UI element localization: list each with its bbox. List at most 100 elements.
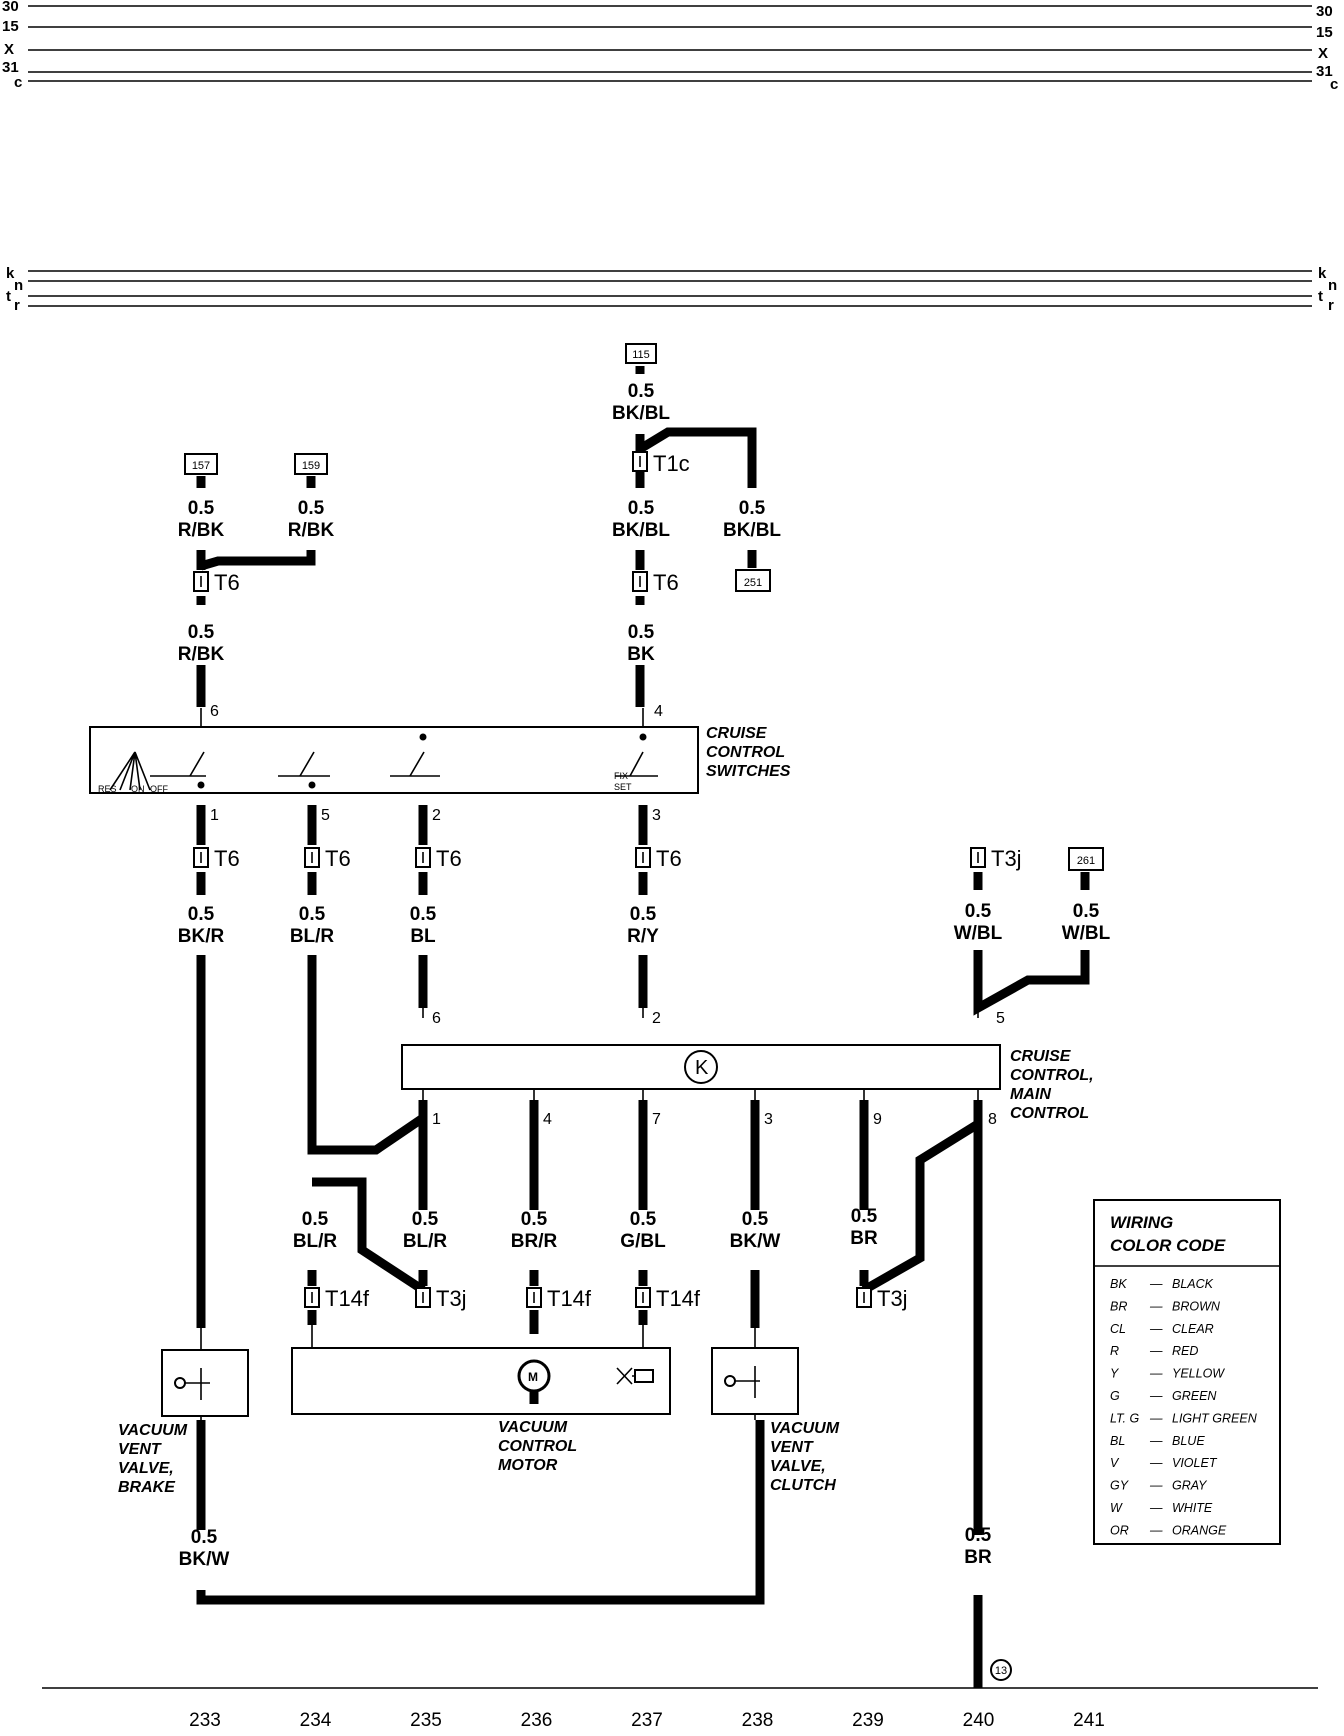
switch-pos-res: RES — [98, 784, 117, 794]
legend-dash: — — [1149, 1322, 1163, 1336]
bus-label-30: 30 — [2, 0, 19, 15]
wire-label-261-gauge: 0.5 — [1073, 901, 1100, 922]
wire-label-115-gauge: 0.5 — [628, 381, 655, 402]
bus-label-x: X — [4, 41, 14, 58]
brake-label-2: VENT — [118, 1441, 162, 1458]
ref-box-115: 115 — [632, 349, 650, 361]
wire-label-sw2-color: BL — [410, 926, 436, 947]
terminal-k4: 4 — [543, 1111, 552, 1128]
cruise-control-switches: RES ON OFF FIX SET CRUISE CONTROL SWITCH… — [89, 725, 791, 794]
column-number: 240 — [963, 1710, 995, 1731]
connector-t6-a: T6 — [214, 570, 240, 595]
motor-label-2: CONTROL — [498, 1438, 577, 1455]
legend-dash: — — [1149, 1299, 1163, 1313]
bus-label-t-right: t — [1318, 288, 1323, 305]
legend-dash: — — [1149, 1277, 1163, 1291]
wire-label-blr-gauge: 0.5 — [412, 1209, 439, 1230]
terminal-k3: 3 — [764, 1111, 773, 1128]
connector-t6-2: T6 — [436, 846, 462, 871]
legend-code: BR — [1110, 1299, 1127, 1313]
legend-title-1: WIRING — [1110, 1213, 1173, 1232]
terminal-sw3: 3 — [652, 807, 661, 824]
connector-t1c: T1c — [653, 451, 690, 476]
wire-label-bk-sw-color: BK — [627, 644, 655, 665]
switches-label-2: CONTROL — [706, 744, 785, 761]
legend-code: Y — [1110, 1367, 1120, 1381]
wire-label-159-color: R/BK — [288, 520, 335, 541]
legend-code: BK — [1110, 1277, 1127, 1291]
ref-box-261: 261 — [1077, 855, 1095, 867]
terminal-sw1: 1 — [210, 807, 219, 824]
column-number: 237 — [631, 1710, 663, 1731]
wire-label-sw3-color: R/Y — [627, 926, 659, 947]
legend-dash: — — [1149, 1344, 1163, 1358]
wire-label-t3j-top-color: W/BL — [954, 923, 1003, 944]
vacuum-control-motor: M VACUUM CONTROL MOTOR — [291, 1347, 671, 1474]
wire-label-gbl-color: G/BL — [620, 1231, 666, 1252]
wire-label-blr-left-color: BL/R — [293, 1231, 338, 1252]
legend-dash: — — [1149, 1456, 1163, 1470]
legend-color-name: GREEN — [1172, 1389, 1217, 1403]
wire-label-t1c-right-gauge: 0.5 — [739, 498, 766, 519]
connector-t14f-a: T14f — [325, 1286, 370, 1311]
legend-color-name: WHITE — [1172, 1501, 1213, 1515]
connector-t3j-b: T3j — [877, 1286, 908, 1311]
ground-ref-13: 13 — [995, 1665, 1007, 1677]
legend-dash: — — [1149, 1389, 1163, 1403]
connector-t3j-a: T3j — [436, 1286, 467, 1311]
clutch-label-1: VACUUM — [770, 1420, 840, 1437]
wire-label-sw2-gauge: 0.5 — [410, 904, 437, 925]
bus-label-k-right: k — [1318, 265, 1327, 282]
connector-t14f-b: T14f — [547, 1286, 592, 1311]
wire-label-bkw-bottom-gauge: 0.5 — [191, 1527, 218, 1548]
connector-t6-5: T6 — [325, 846, 351, 871]
legend-color-name: RED — [1172, 1344, 1198, 1358]
wire-label-brr-color: BR/R — [511, 1231, 558, 1252]
wire-label-t1c-right-color: BK/BL — [723, 520, 781, 541]
legend-title-2: COLOR CODE — [1110, 1236, 1226, 1255]
wire-label-br-bottom-gauge: 0.5 — [965, 1525, 992, 1546]
main-control-symbol: K — [695, 1057, 709, 1079]
terminal-sw5: 5 — [321, 807, 330, 824]
cruise-control-main: K CRUISE CONTROL, MAIN CONTROL — [401, 1044, 1094, 1122]
ref-box-157: 157 — [192, 460, 210, 472]
terminal-k6: 6 — [432, 1010, 441, 1027]
wire-label-gbl-gauge: 0.5 — [630, 1209, 657, 1230]
column-number: 241 — [1073, 1710, 1105, 1731]
ref-boxes: 115 157 159 251 261 13 — [184, 343, 1104, 1681]
legend-dash: — — [1149, 1479, 1163, 1493]
bus-label-31: 31 — [2, 59, 19, 76]
switch-pos-off: OFF — [150, 784, 168, 794]
legend-dash: — — [1149, 1434, 1163, 1448]
wire-label-t1c-left-gauge: 0.5 — [628, 498, 655, 519]
column-number: 239 — [852, 1710, 884, 1731]
legend-dash: — — [1149, 1367, 1163, 1381]
wire-label-t3j-top-gauge: 0.5 — [965, 901, 992, 922]
bus-label-n-right: n — [1328, 277, 1337, 294]
ref-box-251: 251 — [744, 577, 762, 589]
wire-label-157-color: R/BK — [178, 520, 225, 541]
clutch-label-4: CLUTCH — [770, 1477, 836, 1494]
legend-color-name: BLACK — [1172, 1277, 1214, 1291]
wire-label-br-bottom-color: BR — [964, 1547, 992, 1568]
wires — [196, 366, 1090, 1688]
wire-label-rbk-sw-gauge: 0.5 — [188, 622, 215, 643]
legend-code: W — [1110, 1501, 1123, 1515]
legend-dash: — — [1149, 1501, 1163, 1515]
terminal-sw2: 2 — [432, 807, 441, 824]
brake-label-1: VACUUM — [118, 1422, 188, 1439]
column-number: 238 — [742, 1710, 774, 1731]
bus-label-r: r — [14, 297, 20, 314]
connector-t6-1: T6 — [214, 846, 240, 871]
legend-code: V — [1110, 1456, 1120, 1470]
motor-symbol: M — [528, 1370, 538, 1384]
switch-set: SET — [614, 782, 632, 792]
legend-code: CL — [1110, 1322, 1126, 1336]
bus-label-k: k — [6, 265, 15, 282]
wire-label-115-color: BK/BL — [612, 403, 670, 424]
column-number: 233 — [189, 1710, 221, 1731]
wire-label-159-gauge: 0.5 — [298, 498, 325, 519]
wire-label-bk-sw-gauge: 0.5 — [628, 622, 655, 643]
